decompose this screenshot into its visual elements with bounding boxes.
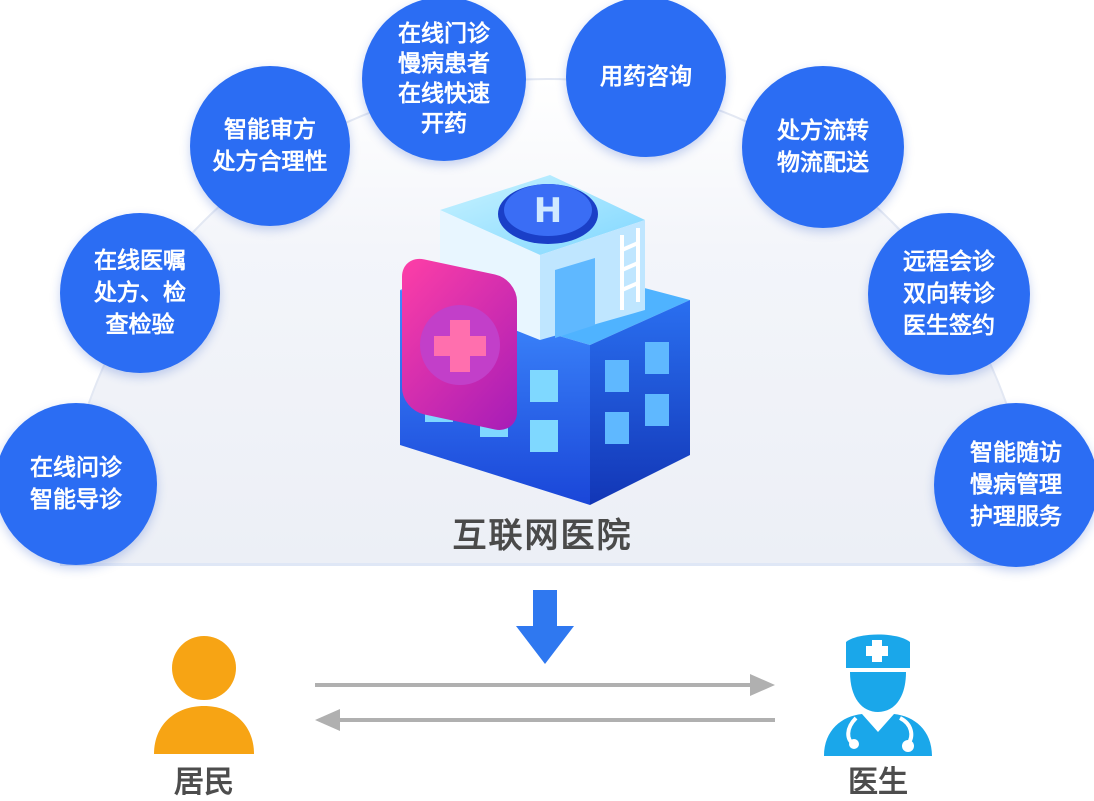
service-text: 在线医嘱 处方、检 查检验 (94, 248, 186, 338)
service-text: 在线问诊 智能导诊 (30, 455, 122, 513)
down-arrow-icon (516, 590, 574, 664)
resident-label: 居民 (174, 765, 234, 800)
service-text: 处方流转 物流配送 (777, 118, 869, 176)
hospital-building-icon: H (400, 175, 690, 505)
service-text: 远程会诊 双向转诊 医生签约 (903, 249, 995, 339)
doctor-icon (824, 634, 932, 756)
service-bubble-medication-consult[interactable]: 用药咨询 (566, 0, 726, 157)
service-bubble-remote-consult[interactable]: 远程会诊 双向转诊 医生签约 (868, 213, 1030, 375)
service-text: 智能审方 处方合理性 (212, 117, 328, 175)
service-bubble-smart-review[interactable]: 智能审方 处方合理性 (190, 66, 350, 226)
service-bubble-online-prescription[interactable]: 在线医嘱 处方、检 查检验 (60, 213, 220, 373)
arrow-left-icon (315, 709, 775, 731)
service-bubble-online-consult[interactable]: 在线问诊 智能导诊 (0, 403, 157, 565)
service-text: 用药咨询 (600, 64, 692, 90)
doctor-label: 医生 (848, 765, 908, 800)
arrow-right-icon (315, 674, 775, 696)
hospital-label: 互联网医院 (452, 516, 633, 556)
service-text: 在线门诊 慢病患者 在线快速 开药 (398, 21, 490, 137)
service-text: 智能随访 慢病管理 护理服务 (970, 440, 1062, 530)
service-bubble-online-clinic[interactable]: 在线门诊 慢病患者 在线快速 开药 (362, 0, 526, 161)
service-bubble-smart-followup[interactable]: 智能随访 慢病管理 护理服务 (934, 403, 1094, 567)
resident-icon (154, 636, 254, 754)
svg-text:H: H (534, 191, 562, 231)
service-bubble-prescription-flow[interactable]: 处方流转 物流配送 (742, 66, 904, 228)
